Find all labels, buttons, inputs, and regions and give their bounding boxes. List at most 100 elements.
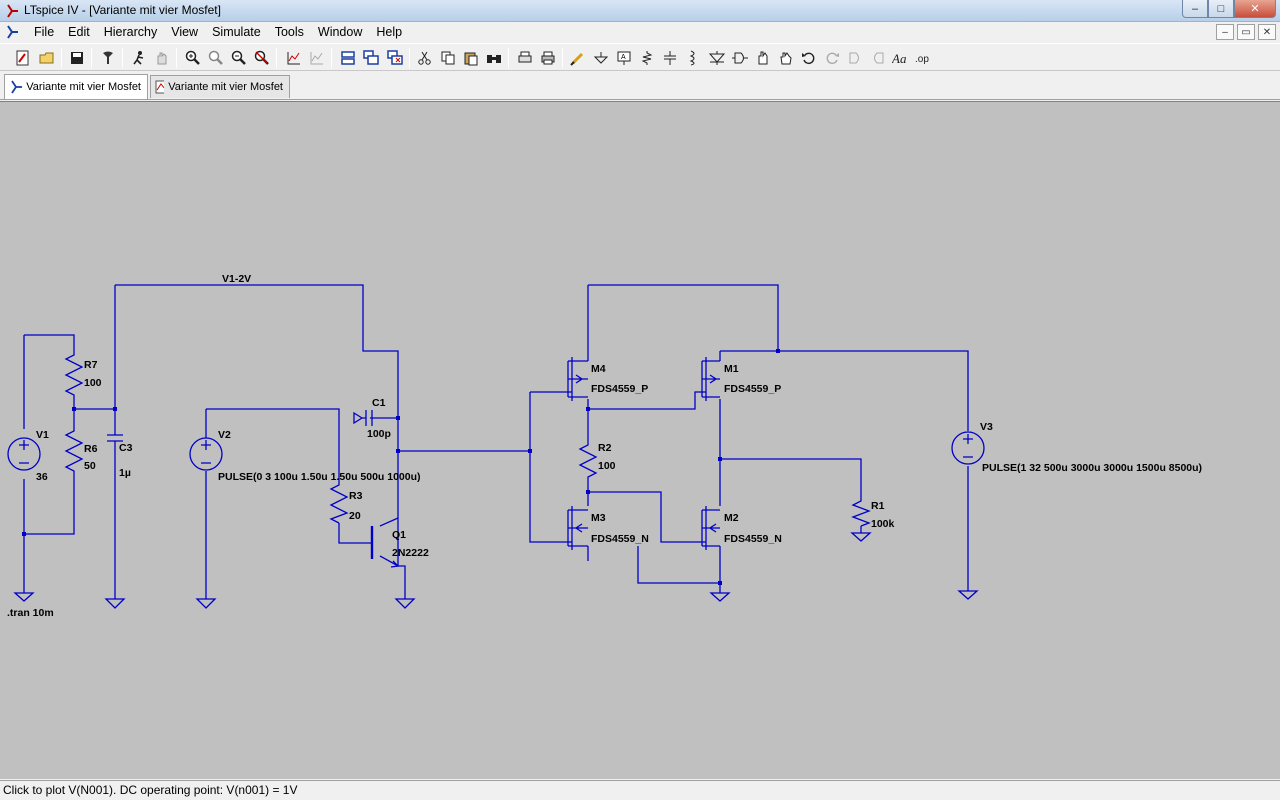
text-icon[interactable]: Aa (890, 48, 912, 68)
v1-name: V1 (36, 429, 49, 441)
title-bar: LTspice IV - [Variante mit vier Mosfet] … (0, 0, 1280, 22)
save-icon[interactable] (66, 48, 88, 68)
spice-directive-icon[interactable]: .op (913, 48, 935, 68)
close-all-icon[interactable] (384, 48, 406, 68)
zoom-pan-icon[interactable] (205, 48, 227, 68)
status-text: Click to plot V(N001). DC operating poin… (3, 783, 298, 797)
mdi-minimize-button[interactable]: – (1216, 24, 1234, 40)
ground-icon[interactable] (590, 48, 612, 68)
tile-icon[interactable] (337, 48, 359, 68)
maximize-button[interactable]: □ (1208, 0, 1234, 18)
autorange-icon[interactable] (283, 48, 305, 68)
label-icon[interactable]: A (613, 48, 635, 68)
mdi-close-button[interactable]: ✕ (1258, 24, 1276, 40)
zoom-fit-icon[interactable] (251, 48, 273, 68)
close-button[interactable]: ✕ (1234, 0, 1276, 18)
menu-help[interactable]: Help (376, 25, 403, 39)
transistor-q1[interactable] (370, 526, 400, 568)
wires (23, 284, 969, 599)
component-icon[interactable] (729, 48, 751, 68)
capacitors[interactable] (106, 410, 373, 447)
tab-schematic-label: Variante mit vier Mosfet (26, 81, 141, 93)
mdi-controls: – ▭ ✕ (1216, 24, 1276, 40)
run-icon[interactable] (128, 48, 150, 68)
r3-value: 20 (349, 510, 361, 522)
c1-value: 100p (367, 428, 391, 440)
undo-icon[interactable] (798, 48, 820, 68)
grid-icon[interactable] (306, 48, 328, 68)
schematic-drawing[interactable]: V1-2V .tran 10m R7 100 R6 50 V1 36 C3 1µ… (0, 1, 1280, 781)
print-setup-icon[interactable] (514, 48, 536, 68)
c1-name: C1 (372, 397, 386, 409)
print-icon[interactable] (537, 48, 559, 68)
copy-icon[interactable] (437, 48, 459, 68)
cascade-icon[interactable] (360, 48, 382, 68)
junctions (22, 349, 780, 585)
wire-icon[interactable] (567, 48, 589, 68)
mosfets[interactable] (567, 357, 720, 550)
menu-bar: File Edit Hierarchy View Simulate Tools … (0, 22, 1280, 42)
cut-icon[interactable] (414, 48, 436, 68)
r6-value: 50 (84, 460, 96, 472)
menu-tools[interactable]: Tools (274, 25, 304, 39)
control-panel-icon[interactable] (97, 48, 119, 68)
net-label[interactable]: V1-2V (222, 273, 251, 285)
mirror-icon[interactable] (867, 48, 889, 68)
menu-file[interactable]: File (34, 25, 55, 39)
open-icon[interactable] (36, 48, 58, 68)
m3-name: M3 (591, 512, 606, 524)
schematic-canvas[interactable]: V1-2V .tran 10m R7 100 R6 50 V1 36 C3 1µ… (0, 101, 1280, 779)
paste-icon[interactable] (460, 48, 482, 68)
tran-directive[interactable]: .tran 10m (7, 607, 54, 619)
drag-icon[interactable] (775, 48, 797, 68)
status-bar: Click to plot V(N001). DC operating poin… (0, 780, 1280, 800)
v3-value: PULSE(1 32 500u 3000u 3000u 1500u 8500u) (982, 462, 1202, 474)
window-controls: – □ ✕ (1182, 0, 1276, 18)
menu-window[interactable]: Window (317, 25, 363, 39)
rotate-icon[interactable] (844, 48, 866, 68)
r3-name: R3 (349, 490, 363, 502)
find-icon[interactable] (483, 48, 505, 68)
diode-icon[interactable] (706, 48, 728, 68)
tab-waveform-label: Variante mit vier Mosfet (168, 81, 283, 93)
m4-name: M4 (591, 363, 606, 375)
new-schematic-icon[interactable] (12, 48, 34, 68)
minimize-button[interactable]: – (1182, 0, 1208, 18)
m4-value: FDS4559_P (591, 383, 648, 395)
zoom-out-icon[interactable] (228, 48, 250, 68)
m2-name: M2 (724, 512, 739, 524)
move-icon[interactable] (752, 48, 774, 68)
r7-value: 100 (84, 377, 102, 389)
tab-waveform[interactable]: Variante mit vier Mosfet (150, 75, 290, 98)
tab-schematic[interactable]: Variante mit vier Mosfet (4, 74, 148, 99)
r6-name: R6 (84, 443, 98, 455)
menu-simulate[interactable]: Simulate (212, 25, 261, 39)
toolbar: A Aa .op (0, 43, 1280, 71)
zoom-in-icon[interactable] (182, 48, 204, 68)
r7-name: R7 (84, 359, 98, 371)
capacitor-icon[interactable] (659, 48, 681, 68)
document-menu-icon[interactable] (5, 24, 21, 40)
redo-icon[interactable] (821, 48, 843, 68)
halt-icon[interactable] (151, 48, 173, 68)
r1-value: 100k (871, 518, 895, 530)
r2-name: R2 (598, 442, 612, 454)
menu-edit[interactable]: Edit (68, 25, 90, 39)
resistor-icon[interactable] (636, 48, 658, 68)
svg-text:.op: .op (915, 54, 929, 65)
voltage-sources[interactable] (7, 431, 985, 471)
resistors[interactable] (64, 347, 871, 527)
v3-name: V3 (980, 421, 993, 433)
mdi-restore-button[interactable]: ▭ (1237, 24, 1255, 40)
m1-value: FDS4559_P (724, 383, 781, 395)
menu-hierarchy[interactable]: Hierarchy (103, 25, 158, 39)
menu-view[interactable]: View (171, 25, 199, 39)
document-tabs: Variante mit vier Mosfet Variante mit vi… (0, 72, 1280, 100)
window-title: LTspice IV - [Variante mit vier Mosfet] (24, 3, 221, 17)
q1-name: Q1 (392, 529, 406, 541)
v2-name: V2 (218, 429, 231, 441)
inductor-icon[interactable] (682, 48, 704, 68)
waveform-doc-icon (155, 80, 165, 94)
m1-name: M1 (724, 363, 739, 375)
ground-symbols (13, 532, 979, 609)
